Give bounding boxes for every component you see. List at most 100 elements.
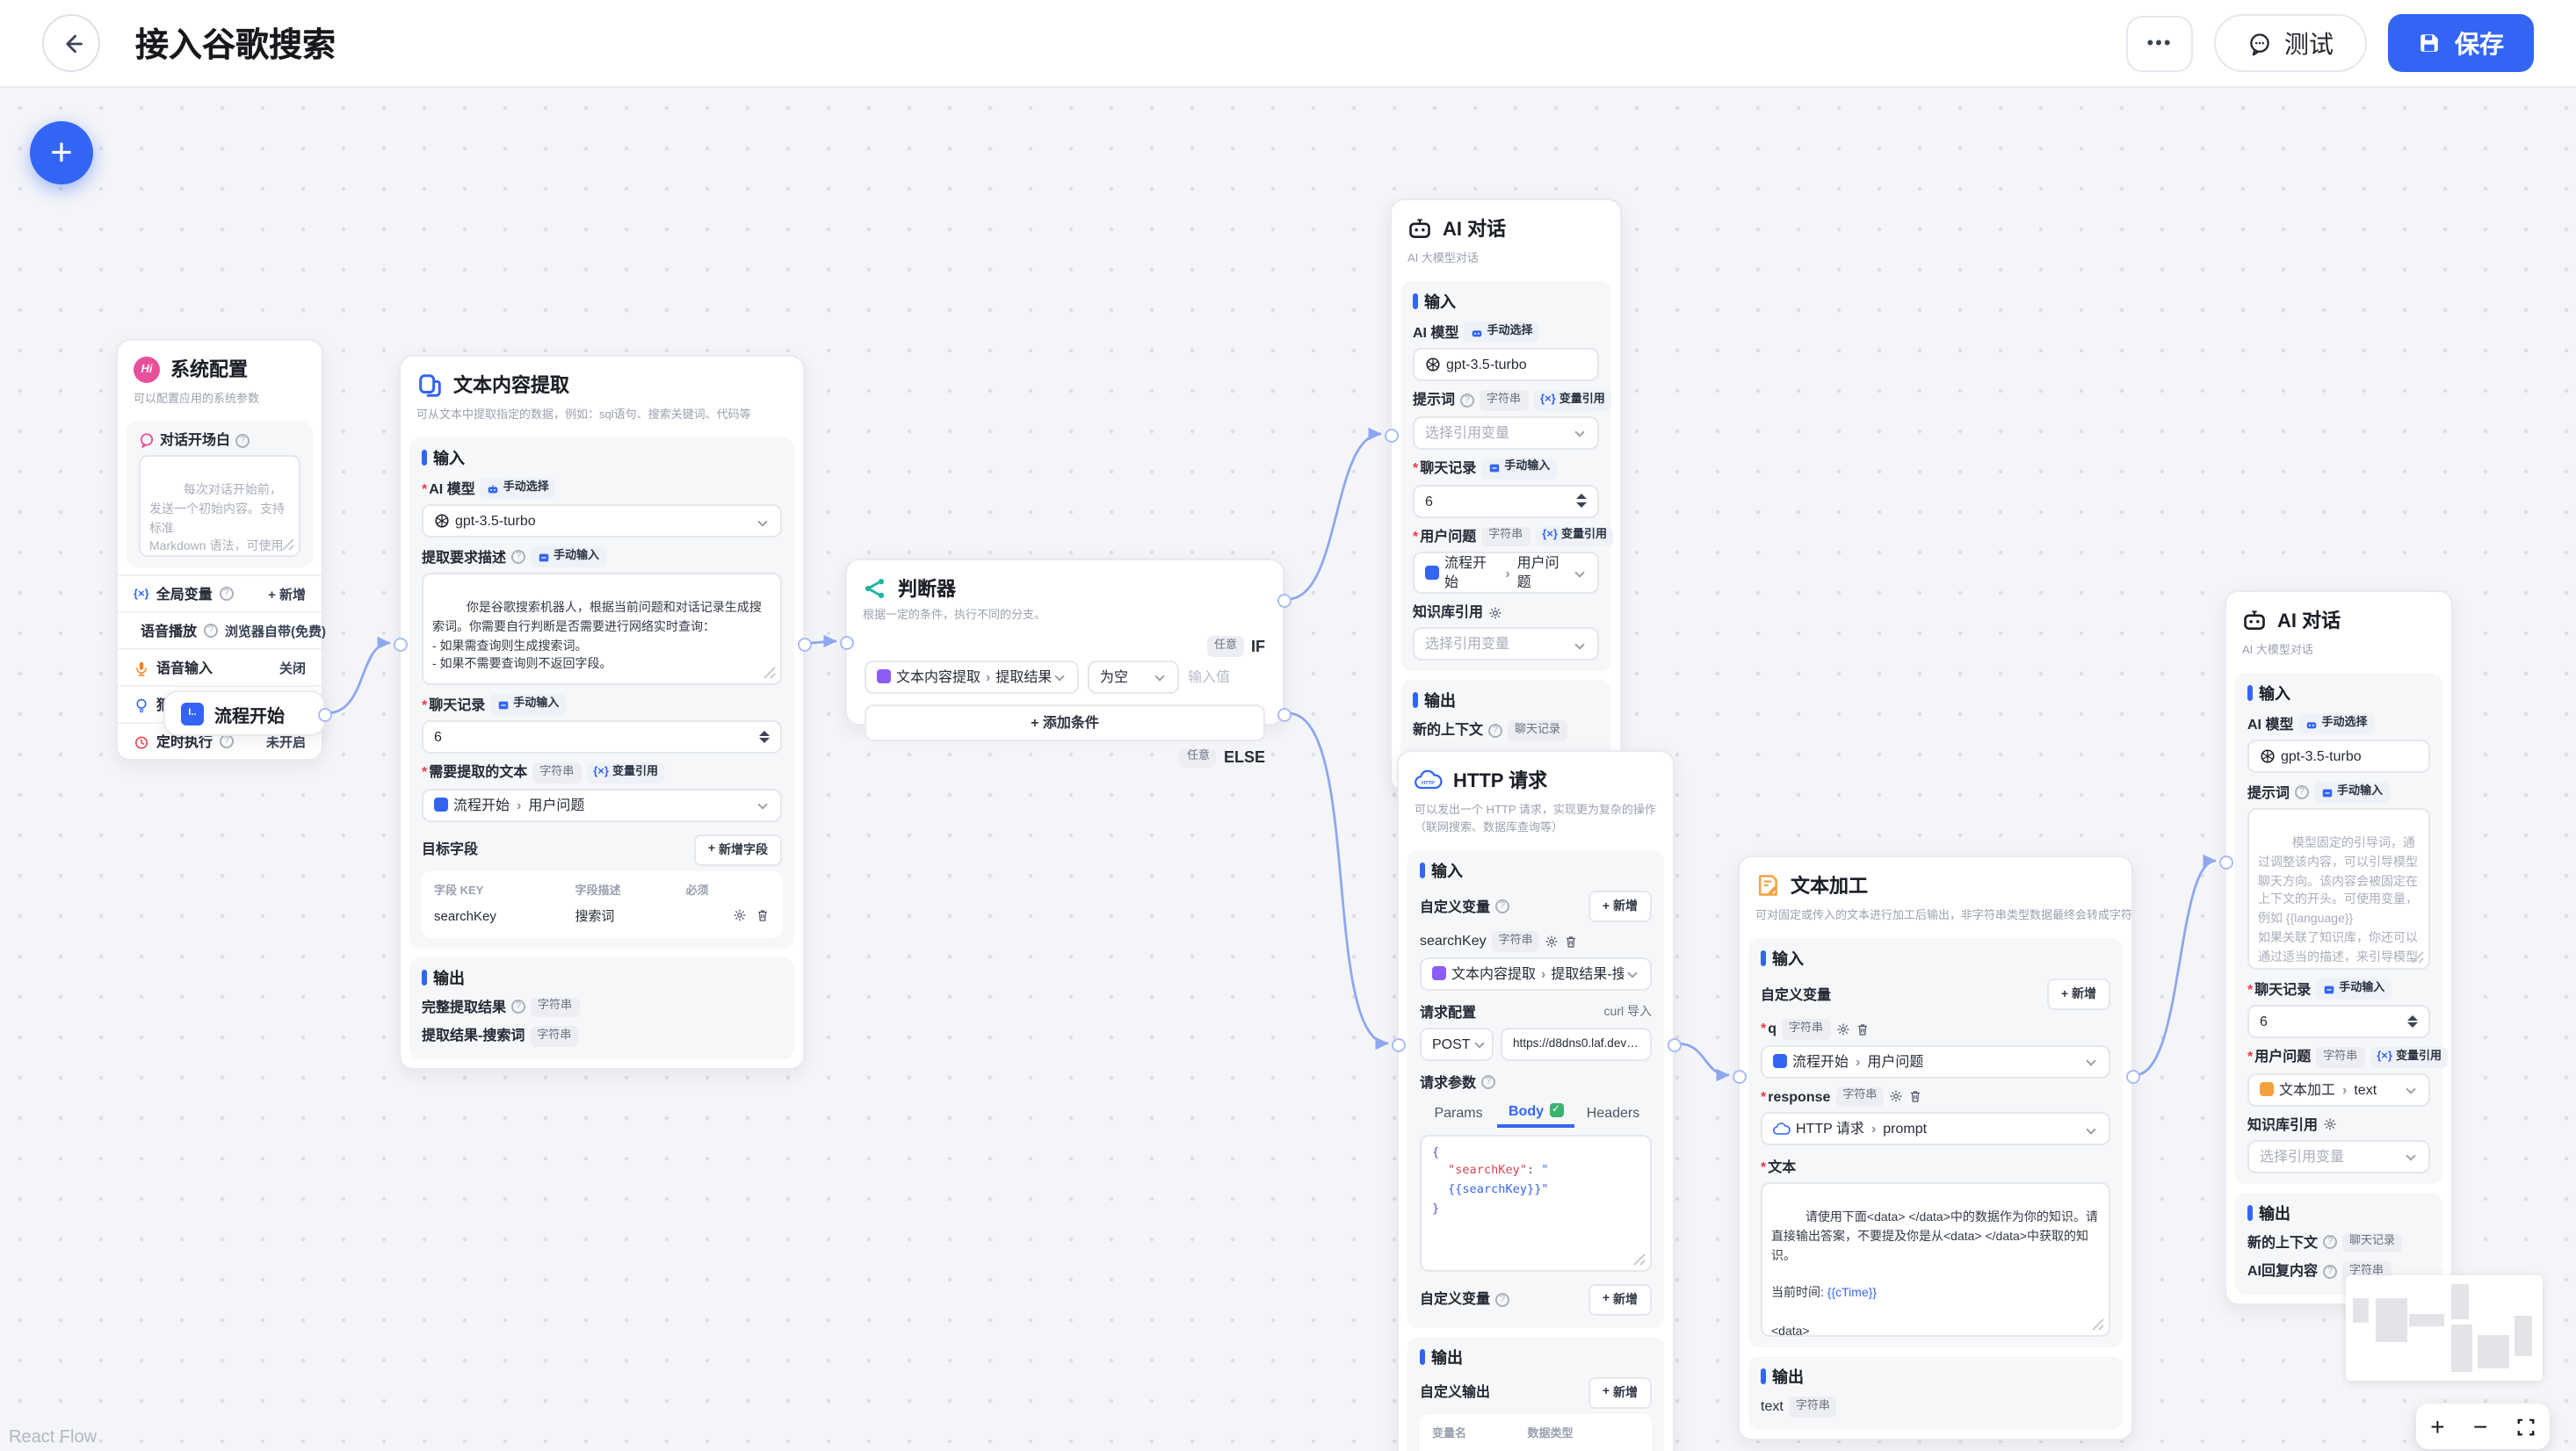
edge-flowstart-to-textextract[interactable]	[326, 636, 391, 715]
edge-http-to-textprocess[interactable]	[1675, 1042, 1730, 1082]
edge-textprocess-to-aichat2[interactable]	[2134, 854, 2217, 1077]
input-handle[interactable]	[839, 636, 853, 650]
prompt-var-select[interactable]: 选择引用变量	[1413, 415, 1599, 449]
kb-ref-select[interactable]: 选择引用变量	[2247, 1139, 2430, 1173]
add-var-button[interactable]: +新增	[2046, 978, 2110, 1010]
test-button[interactable]: 测试	[2214, 14, 2367, 72]
output-handle[interactable]	[2125, 1070, 2139, 1084]
more-options-button[interactable]: •••	[2126, 15, 2193, 71]
output-handle[interactable]	[1667, 1038, 1681, 1052]
output-handle[interactable]	[797, 638, 811, 652]
else-output-handle[interactable]	[1277, 708, 1291, 722]
trash-icon[interactable]	[1908, 1090, 1922, 1104]
zoom-out-button[interactable]: −	[2472, 1412, 2488, 1440]
scheduled-run-value[interactable]: 未开启	[266, 733, 306, 749]
add-field-button[interactable]: +新增字段	[693, 834, 782, 865]
help-icon[interactable]: ?	[1481, 1075, 1495, 1089]
help-icon[interactable]: ?	[1495, 899, 1509, 913]
gear-icon[interactable]	[1488, 605, 1502, 619]
trash-icon[interactable]	[1565, 935, 1579, 949]
chat-history-input[interactable]: 6	[1413, 484, 1599, 517]
chat-history-input[interactable]: 6	[2247, 1005, 2430, 1038]
input-handle[interactable]	[2218, 855, 2232, 870]
resize-grip-icon[interactable]	[281, 538, 295, 552]
help-icon[interactable]: ?	[204, 624, 218, 638]
var-value-select[interactable]: 文本内容提取›提取结果-搜索词	[1420, 957, 1652, 990]
add-node-button[interactable]: +	[30, 121, 93, 184]
add-var-button[interactable]: +新增	[1588, 891, 1652, 922]
q-var-select[interactable]: 流程开始›用户问题	[1761, 1044, 2110, 1078]
opening-textarea[interactable]: 每次对话开始前，发送一个初始内容。支持标准 Markdown 语法，可使用的额外…	[139, 455, 300, 557]
prompt-textarea[interactable]: 模型固定的引导词，通过调整该内容，可以引导模型聊天方向。该内容会被固定在上下文的…	[2247, 808, 2430, 970]
number-stepper[interactable]	[2407, 1014, 2418, 1029]
back-button[interactable]	[42, 14, 100, 72]
help-icon[interactable]: ?	[2295, 785, 2309, 799]
node-ai-chat-1[interactable]: AI 对话 AI 大模型对话 输入 AI 模型 手动选择 gpt-3.5-tur…	[1384, 199, 1622, 792]
condition-value-input[interactable]: 输入值	[1188, 668, 1230, 684]
body-json-editor[interactable]: { "searchKey": "{{searchKey}}" }	[1420, 1134, 1652, 1271]
tab-body[interactable]: Body✓	[1497, 1097, 1574, 1127]
gear-icon[interactable]	[2323, 1117, 2337, 1131]
input-handle[interactable]	[393, 638, 407, 652]
chat-history-input[interactable]: 6	[422, 720, 782, 754]
edge-condition-if-to-aichat1[interactable]	[1287, 427, 1382, 601]
add-condition-button[interactable]: + 添加条件	[865, 704, 1265, 740]
gear-icon[interactable]	[1835, 1022, 1849, 1036]
input-handle[interactable]	[1732, 1070, 1746, 1084]
trash-icon[interactable]	[756, 908, 770, 922]
input-handle[interactable]	[1384, 429, 1398, 443]
gear-icon[interactable]	[1545, 935, 1559, 949]
zoom-in-button[interactable]: +	[2430, 1412, 2445, 1440]
help-icon[interactable]: ?	[2323, 1235, 2337, 1250]
node-condition[interactable]: 判断器 根据一定的条件，执行不同的分支。 任意 IF 文本内容提取›提取结果-搜…	[839, 559, 1291, 768]
tab-params[interactable]: Params	[1434, 1104, 1483, 1120]
user-question-select[interactable]: 文本加工›text	[2247, 1072, 2430, 1106]
help-icon[interactable]: ?	[219, 587, 234, 601]
curl-import-button[interactable]: curl 导入	[1603, 1007, 1652, 1019]
minimap[interactable]	[2346, 1275, 2543, 1381]
url-input[interactable]: https://d8dns0.laf.dev/google_search	[1501, 1027, 1652, 1060]
response-var-select[interactable]: HTTP 请求›prompt	[1761, 1112, 2110, 1145]
flow-canvas[interactable]: + React Flow Hi 系统配置 可以配置应用的系统参数 对话开场白 ?…	[0, 88, 2576, 1451]
help-icon[interactable]: ?	[220, 734, 234, 748]
source-text-select[interactable]: 流程开始›用户问题	[422, 788, 782, 821]
node-ai-chat-2[interactable]: AI 对话 AI 大模型对话 输入 AI 模型 手动选择 gpt-3.5-tur…	[2218, 590, 2453, 1304]
help-icon[interactable]: ?	[1495, 1292, 1509, 1306]
node-text-extract[interactable]: 文本内容提取 可从文本中提取指定的数据，例如：sql语句、搜索关键词、代码等 输…	[393, 355, 811, 1069]
kb-ref-select[interactable]: 选择引用变量	[1413, 627, 1599, 661]
voice-input-value[interactable]: 关闭	[279, 660, 306, 675]
help-icon[interactable]: ?	[2323, 1264, 2337, 1279]
fit-view-button[interactable]	[2516, 1417, 2536, 1436]
edge-condition-else-to-http[interactable]	[1287, 711, 1389, 1050]
gear-icon[interactable]	[1889, 1090, 1903, 1104]
resize-grip-icon[interactable]	[763, 666, 777, 680]
resize-grip-icon[interactable]	[1632, 1252, 1646, 1266]
add-var-button[interactable]: +新增	[1588, 1283, 1652, 1315]
tab-headers[interactable]: Headers	[1586, 1104, 1640, 1120]
output-handle[interactable]	[317, 708, 331, 722]
trash-icon[interactable]	[1855, 1022, 1869, 1036]
extract-desc-textarea[interactable]: 你是谷歌搜索机器人，根据当前问题和对话记录生成搜索词。你需要自行判断是否需要进行…	[422, 573, 782, 685]
help-icon[interactable]: ?	[1460, 393, 1474, 408]
help-icon[interactable]: ?	[511, 1000, 525, 1014]
node-flow-start[interactable]: I.. 流程开始	[163, 690, 331, 736]
text-template-textarea[interactable]: 请使用下面<data> </data>中的数据作为你的知识。请直接输出答案，不要…	[1761, 1182, 2110, 1337]
resize-grip-icon[interactable]	[2411, 950, 2425, 964]
node-text-process[interactable]: 文本加工 可对固定或传入的文本进行加工后输出，非字符串类型数据最终会转成字符串类…	[1732, 855, 2139, 1440]
tts-value[interactable]: 浏览器自带(免费)	[225, 623, 326, 639]
node-http-request[interactable]: HTTP HTTP 请求 可以发出一个 HTTP 请求，实现更为复杂的操作（联网…	[1391, 750, 1681, 1451]
model-select[interactable]: gpt-3.5-turbo	[422, 504, 782, 538]
condition-operator-select[interactable]: 为空	[1088, 660, 1179, 693]
save-button[interactable]: 保存	[2388, 14, 2534, 72]
model-select[interactable]: gpt-3.5-turbo	[2247, 740, 2430, 773]
user-question-select[interactable]: 流程开始›用户问题	[1413, 552, 1599, 594]
resize-grip-icon[interactable]	[2091, 1317, 2105, 1332]
help-icon[interactable]: ?	[235, 433, 250, 447]
number-stepper[interactable]	[759, 730, 770, 744]
edge-textextract-to-condition[interactable]	[806, 634, 837, 648]
method-select[interactable]: POST	[1420, 1027, 1494, 1060]
number-stepper[interactable]	[1576, 494, 1587, 508]
gear-icon[interactable]	[733, 908, 747, 922]
global-vars-add[interactable]: + 新增	[268, 586, 306, 602]
help-icon[interactable]: ?	[511, 550, 525, 564]
